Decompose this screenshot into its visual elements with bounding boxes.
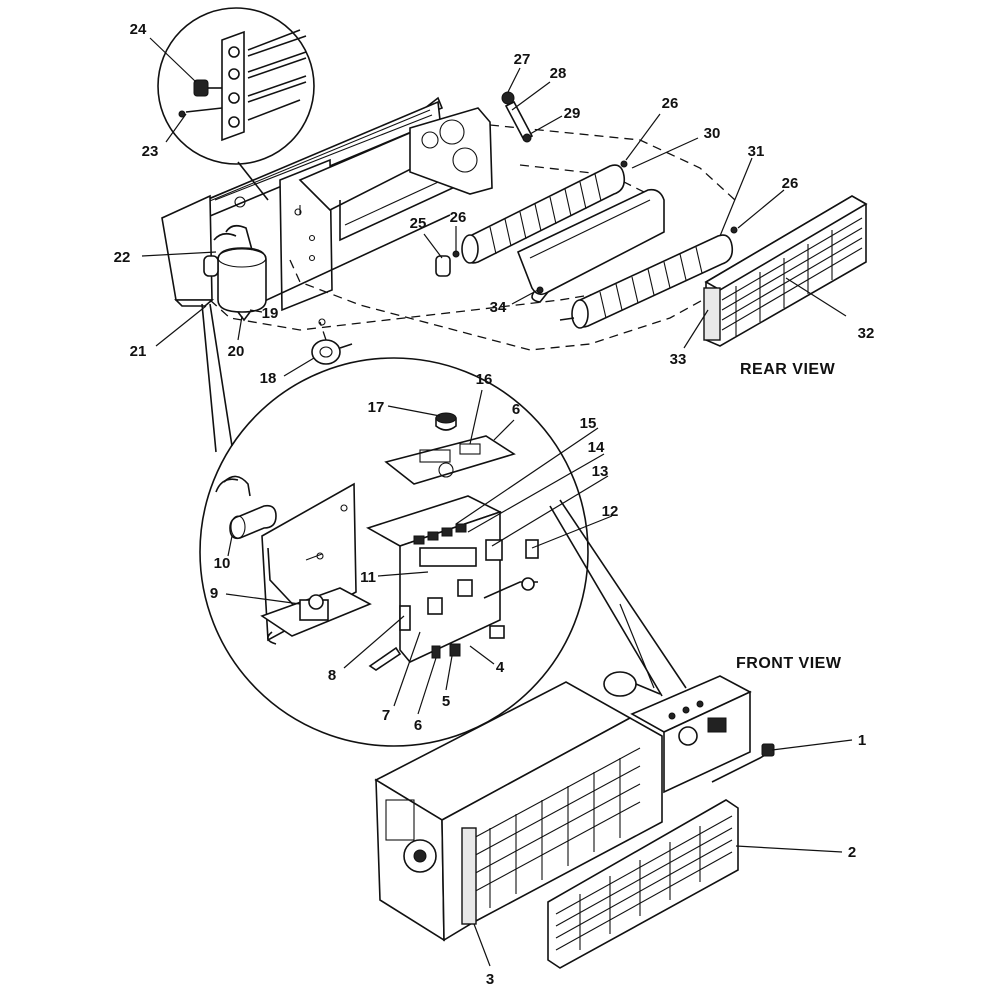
- blower-wheel-lower: [559, 226, 738, 329]
- detail-circle-valve: [157, 7, 315, 201]
- part-27-label: 27: [514, 51, 531, 68]
- part-34-label: 34: [490, 299, 507, 316]
- part-6-label: 6: [414, 717, 422, 734]
- part-22-label: 22: [114, 249, 131, 266]
- part-10-label: 10: [214, 555, 231, 572]
- compressor: [203, 196, 267, 322]
- part-9-label: 9: [210, 585, 218, 602]
- part-30-label: 30: [704, 125, 721, 142]
- part-3-label: 3: [486, 971, 494, 988]
- part-11-label: 11: [360, 569, 376, 586]
- fan-motor: [435, 250, 460, 277]
- part-7-label: 7: [382, 707, 390, 724]
- part-18-label: 18: [260, 370, 277, 387]
- part-26-label: 26: [450, 209, 467, 226]
- part-number-labels: 1 2 3 4 5 6 6 7 8 9 10 11 12 13 14 15 16…: [114, 21, 875, 988]
- part-12-label: 12: [602, 503, 619, 520]
- part-4-label: 4: [496, 659, 505, 676]
- part-6-label: 6: [512, 401, 520, 418]
- part-32-label: 32: [858, 325, 875, 342]
- part-25-label: 25: [410, 215, 427, 232]
- part-16-label: 16: [476, 371, 493, 388]
- rear-chassis: [161, 96, 736, 351]
- rear-view-label: REAR VIEW: [740, 361, 836, 378]
- part-14-label: 14: [588, 439, 605, 456]
- front-view-label: FRONT VIEW: [736, 655, 842, 672]
- damper-motor: [311, 318, 353, 365]
- part-28-label: 28: [550, 65, 567, 82]
- blower-clamp: [501, 91, 534, 143]
- part-23-label: 23: [142, 143, 159, 160]
- part-2-label: 2: [848, 844, 856, 861]
- part-33-label: 33: [670, 351, 687, 368]
- rear-coil: [703, 195, 868, 347]
- part-26-label: 26: [662, 95, 679, 112]
- part-29-label: 29: [564, 105, 581, 122]
- part-15-label: 15: [580, 415, 597, 432]
- front-unit: [374, 671, 775, 969]
- part-1-label: 1: [858, 732, 866, 749]
- blower-wheel-upper: [461, 160, 628, 264]
- part-13-label: 13: [592, 463, 609, 480]
- part-24-label: 24: [130, 21, 147, 38]
- part-26-label: 26: [782, 175, 799, 192]
- part-17-label: 17: [368, 399, 385, 416]
- part-20-label: 20: [228, 343, 245, 360]
- leader-lines: [141, 37, 853, 967]
- part-21-label: 21: [130, 343, 147, 360]
- part-8-label: 8: [328, 667, 336, 684]
- detail-circle-controls: [199, 303, 687, 747]
- part-5-label: 5: [442, 693, 450, 710]
- part-31-label: 31: [748, 143, 765, 160]
- part-19-label: 19: [262, 305, 279, 322]
